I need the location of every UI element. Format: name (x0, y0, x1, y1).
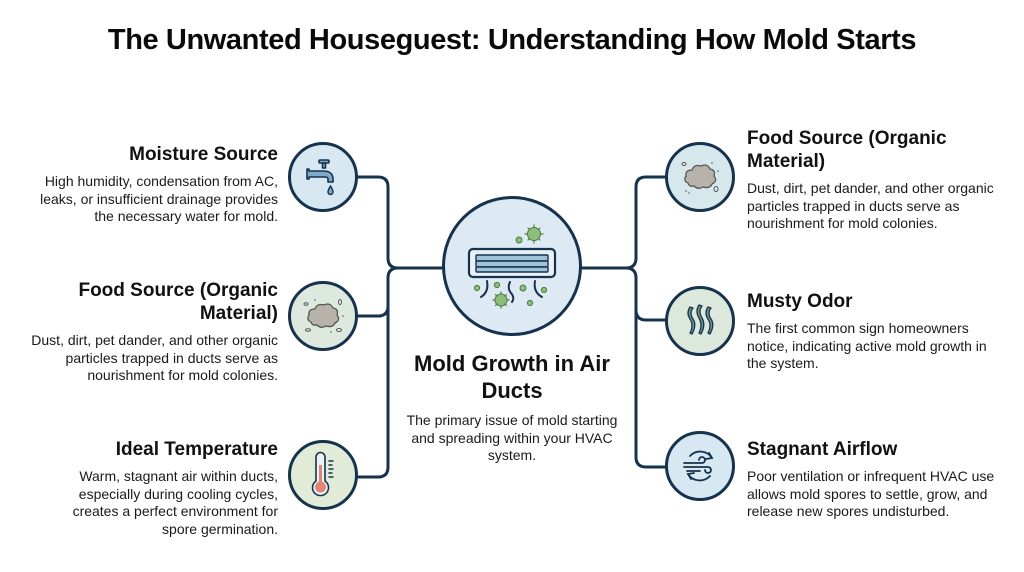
block-title: Food Source (Organic Material) (747, 128, 947, 172)
food-source-icon-circle-right (665, 142, 735, 212)
block-description: Dust, dirt, pet dander, and other organi… (31, 332, 278, 383)
odor-waves-icon (687, 304, 714, 335)
center-icon-circle (442, 196, 582, 336)
odor-icon-circle (665, 286, 735, 356)
airflow-cycle-icon (683, 450, 714, 482)
block-description: Dust, dirt, pet dander, and other organi… (747, 180, 994, 231)
airflow-icon-circle (665, 431, 735, 501)
moisture-icon-circle (288, 142, 358, 212)
left-block-ideal-temperature: Ideal Temperature Warm, stagnant air wit… (40, 438, 278, 538)
center-title: Mold Growth in Air Ducts (414, 351, 610, 403)
block-title: Musty Odor (747, 291, 853, 312)
right-block-musty-odor: Musty Odor The first common sign homeown… (747, 290, 997, 373)
block-title: Ideal Temperature (115, 439, 278, 460)
faucet-icon (306, 159, 334, 196)
block-description: The first common sign homeowners notice,… (747, 320, 987, 371)
block-description: Poor ventilation or infrequent HVAC use … (747, 468, 995, 519)
block-description: Warm, stagnant air within ducts, especia… (72, 468, 278, 537)
center-description: The primary issue of mold starting and s… (406, 412, 618, 463)
block-description: High humidity, condensation from AC, lea… (40, 173, 278, 224)
food-source-icon-circle-left (288, 281, 358, 351)
left-block-food-source: Food Source (Organic Material) Dust, dir… (30, 279, 278, 385)
thermometer-icon (311, 451, 334, 497)
temperature-icon-circle (288, 440, 358, 510)
block-title: Stagnant Airflow (747, 439, 898, 460)
block-title: Moisture Source (129, 144, 278, 165)
air-conditioner-with-mold-spores-icon (467, 224, 557, 309)
right-block-food-source: Food Source (Organic Material) Dust, dir… (747, 127, 997, 233)
left-block-moisture-source: Moisture Source High humidity, condensat… (40, 143, 278, 226)
block-title: Food Source (Organic Material) (78, 280, 278, 324)
page-title: The Unwanted Houseguest: Understanding H… (107, 24, 917, 56)
dust-cloud-icon (681, 162, 719, 194)
dust-cloud-icon (303, 299, 344, 333)
right-block-stagnant-airflow: Stagnant Airflow Poor ventilation or inf… (747, 438, 997, 521)
center-block: Mold Growth in Air Ducts The primary iss… (400, 350, 624, 465)
